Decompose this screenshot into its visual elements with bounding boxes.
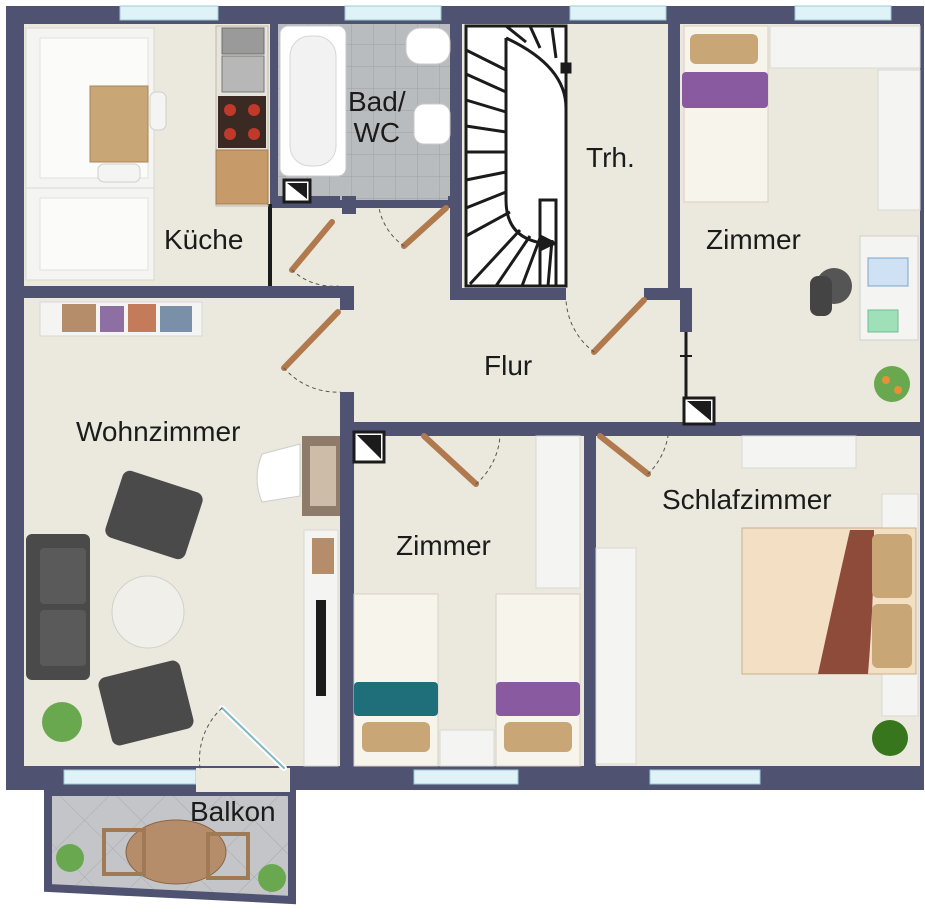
staircase bbox=[464, 24, 572, 288]
hallway-floor-lower bbox=[352, 296, 674, 422]
bathroom-furniture bbox=[279, 25, 451, 177]
room-ne-furniture bbox=[682, 25, 921, 402]
wall bbox=[24, 286, 342, 298]
wall bbox=[680, 288, 692, 332]
wall bbox=[500, 422, 600, 436]
room-mid-furniture bbox=[353, 435, 581, 767]
wall bbox=[342, 196, 356, 214]
shaft-icons bbox=[282, 178, 716, 464]
label-zimmer-mid: Zimmer bbox=[396, 530, 491, 561]
windows bbox=[63, 5, 892, 785]
doors bbox=[199, 199, 669, 771]
wall bbox=[462, 288, 566, 300]
label-treppenhaus: Trh. bbox=[586, 142, 635, 173]
wall bbox=[340, 286, 354, 310]
label-bad-wc: Bad/ WC bbox=[348, 86, 406, 149]
label-balkon: Balkon bbox=[190, 796, 276, 827]
wall bbox=[270, 24, 278, 200]
wall bbox=[340, 392, 354, 766]
label-schlafzimmer: Schlafzimmer bbox=[662, 484, 832, 515]
wall bbox=[448, 196, 462, 208]
label-kueche: Küche bbox=[164, 224, 244, 255]
wall bbox=[668, 24, 680, 288]
kitchen-furniture bbox=[25, 25, 269, 281]
label-flur: Flur bbox=[484, 350, 533, 381]
wall bbox=[450, 24, 462, 300]
bedroom-furniture bbox=[595, 435, 919, 765]
balcony-furniture bbox=[56, 819, 286, 892]
balcony-door-gap bbox=[196, 768, 290, 792]
label-wohnzimmer: Wohnzimmer bbox=[76, 416, 241, 447]
label-zimmer-ne: Zimmer bbox=[706, 224, 801, 255]
wall bbox=[584, 422, 596, 766]
wall bbox=[268, 204, 272, 288]
wall bbox=[668, 422, 920, 436]
living-room-furniture bbox=[26, 301, 340, 767]
